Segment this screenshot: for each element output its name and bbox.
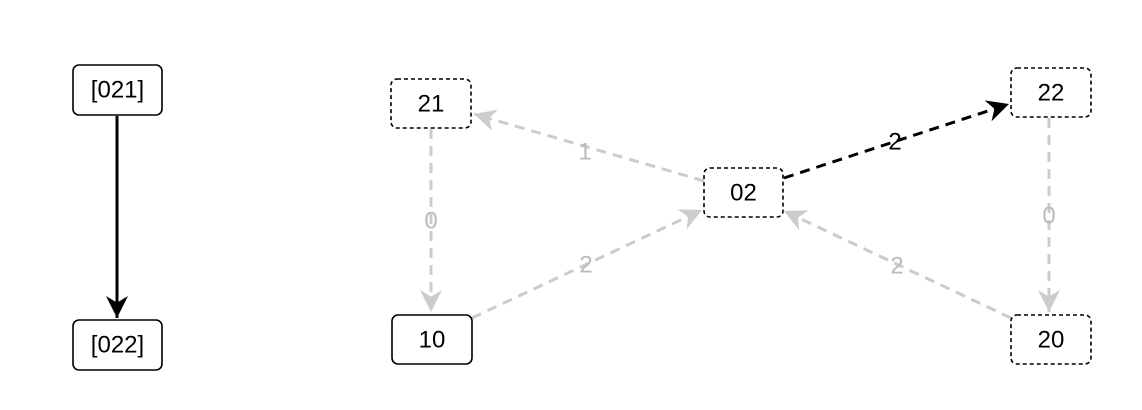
node-21-box [390,78,472,129]
node-021-box [72,64,163,116]
edge-02-to-22 [783,100,1010,180]
node-02-box [703,167,784,218]
edge-20-to-02 [783,209,1012,320]
node-02[interactable]: 02 [703,167,784,218]
edge-label-21-10: 0 [424,208,437,235]
edge-label-10-02: 2 [579,252,592,279]
edge-label-02-22: 2 [888,129,901,156]
node-10-label: 10 [419,327,446,354]
edge-02-to-21 [473,109,705,183]
node-022[interactable]: [022] [72,319,163,371]
node-20-label: 20 [1038,327,1065,354]
edge-labels: 1 0 2 2 0 2 [424,129,1055,280]
node-22-label: 22 [1038,80,1065,107]
edge-label-20-02: 2 [890,253,903,280]
edge-10-to-02 [471,208,703,320]
edge-label-22-20: 0 [1042,203,1055,230]
node-022-box [72,319,163,371]
node-021-label: [021] [91,77,144,104]
node-22[interactable]: 22 [1010,67,1092,118]
node-22-box [1010,67,1092,118]
node-022-label: [022] [91,332,144,359]
node-10-box [391,314,473,365]
edges [106,100,1060,320]
nodes: [021] [022] 21 10 02 22 20 [72,64,1092,371]
node-20-box [1010,314,1092,365]
node-021[interactable]: [021] [72,64,163,116]
node-10[interactable]: 10 [391,314,473,365]
node-20[interactable]: 20 [1010,314,1092,365]
node-21[interactable]: 21 [390,78,472,129]
node-21-label: 21 [418,91,445,118]
node-02-label: 02 [730,180,757,207]
edge-label-02-21: 1 [578,139,591,166]
